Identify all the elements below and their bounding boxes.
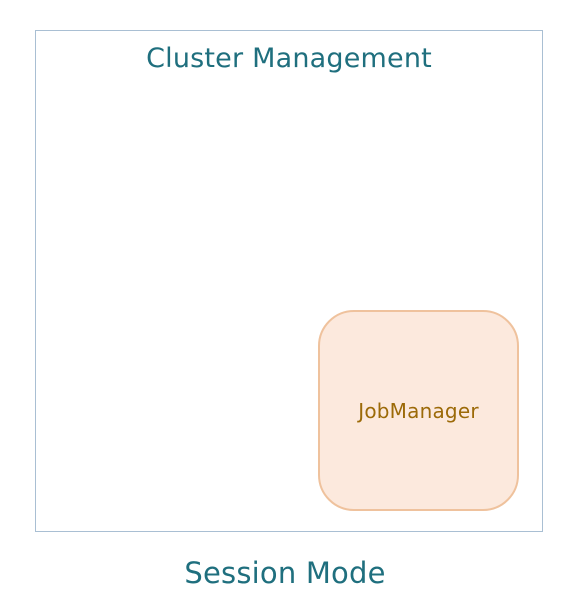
cluster-management-title: Cluster Management <box>146 43 432 74</box>
cluster-management-container: Cluster Management JobManager <box>35 30 543 532</box>
jobmanager-label: JobManager <box>358 398 479 423</box>
session-mode-caption: Session Mode <box>184 556 386 590</box>
jobmanager-node: JobManager <box>318 310 519 511</box>
